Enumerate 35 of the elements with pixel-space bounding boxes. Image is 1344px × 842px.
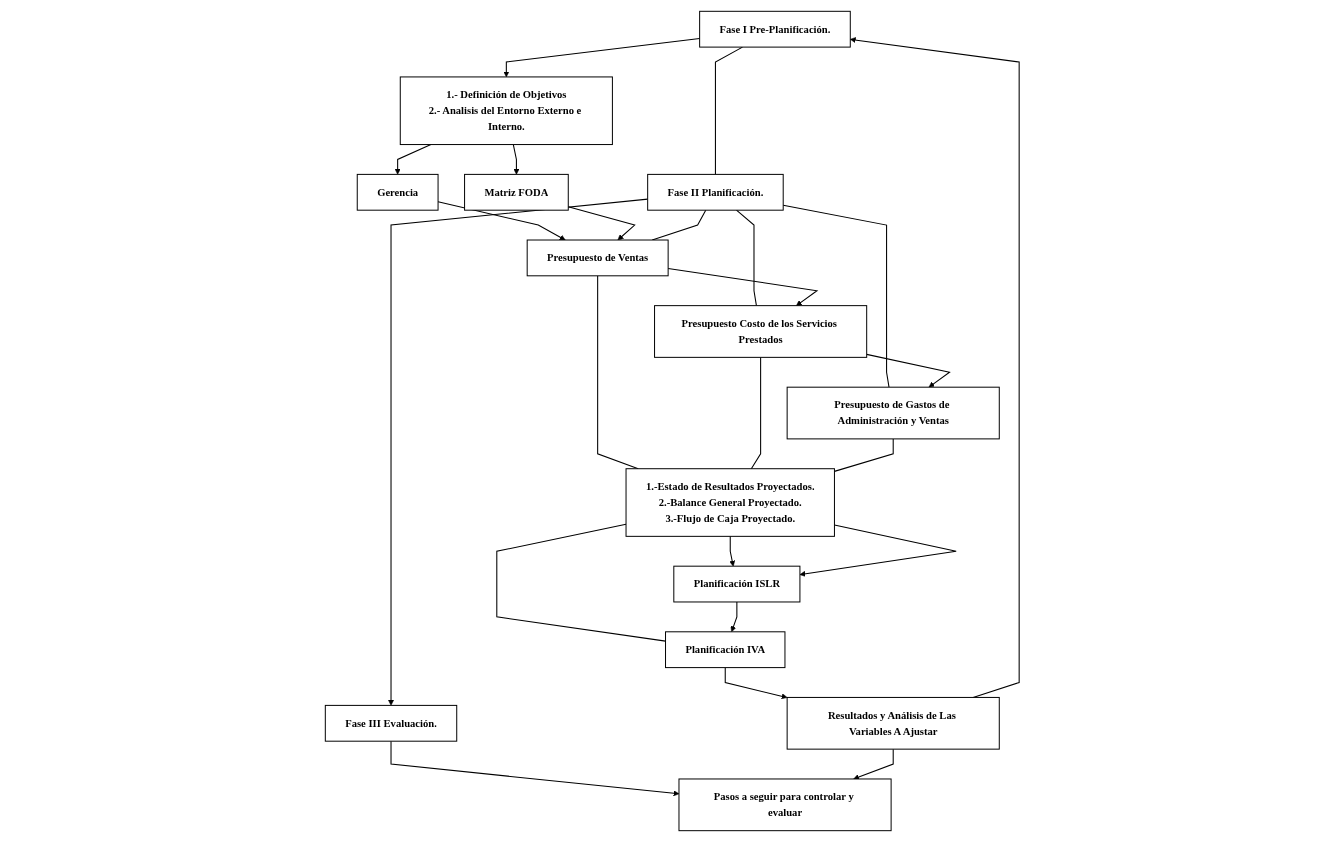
node-box: Presupuesto de Gastos de Administración y Ventas — [786, 386, 1000, 440]
node-box: Fase I Pre-Planificación. — [698, 10, 851, 48]
connector — [735, 209, 757, 307]
node-box: Resultados y Análisis de Las Variables A Ajustar — [786, 696, 1000, 750]
arrow — [503, 37, 700, 78]
arrow — [567, 206, 636, 241]
node-box: Planificación ISLR — [673, 565, 801, 603]
connector — [714, 46, 743, 175]
node-box: Planificación IVA — [664, 631, 786, 669]
arrow — [390, 740, 679, 797]
arrow — [799, 524, 957, 577]
node-box: 1.-Estado de Resultados Proyectados. 2.-Balance General Proyectado. 3.-Flujo de Caja Proyectado. — [625, 468, 835, 537]
connector — [782, 204, 890, 388]
arrow — [437, 201, 566, 241]
node-box: Presupuesto de Ventas — [526, 239, 669, 277]
node-box: Fase II Planificación. — [646, 173, 784, 211]
node-box: Matriz FODA — [463, 173, 569, 211]
node-box: Presupuesto Costo de los Servicios Prestados — [653, 305, 867, 358]
arrow — [865, 353, 951, 388]
node-box: Fase III Evaluación. — [324, 704, 457, 742]
arrow — [849, 37, 1020, 698]
connector — [496, 523, 666, 642]
node-box: Pasos a seguir para controlar y evaluar — [678, 778, 892, 832]
arrow — [667, 267, 819, 306]
arrow — [730, 601, 738, 633]
arrow — [853, 748, 894, 780]
arrow — [394, 144, 432, 175]
connector — [750, 356, 761, 470]
arrow — [387, 198, 648, 706]
connector — [833, 438, 894, 472]
node-box: 1.- Definición de Objetivos 2.- Analisis del Entorno Externo e Interno. — [399, 76, 613, 146]
arrow — [512, 144, 520, 175]
node-box: Gerencia — [356, 173, 439, 211]
arrow — [729, 535, 735, 567]
arrow — [724, 667, 788, 700]
